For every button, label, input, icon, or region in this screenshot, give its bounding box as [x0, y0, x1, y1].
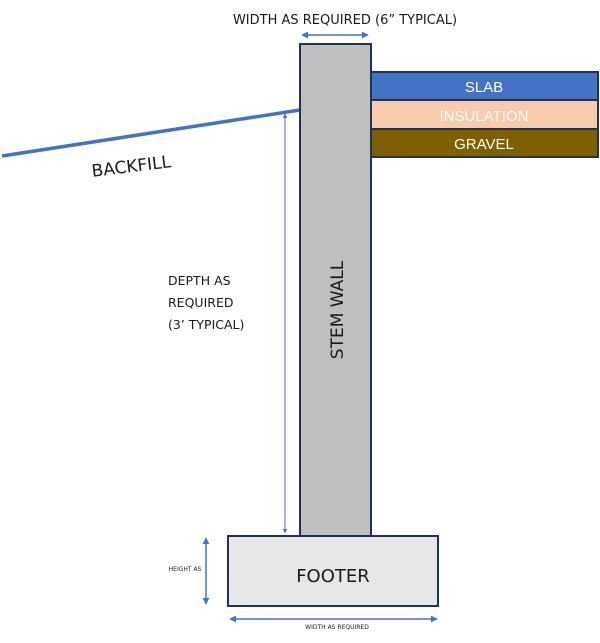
slab-layer: SLAB — [370, 71, 599, 101]
depth-label-line2: REQUIRED — [168, 295, 233, 310]
gravel-layer: GRAVEL — [370, 128, 599, 158]
footer: FOOTER — [227, 535, 439, 607]
depth-label-line3: (3’ TYPICAL) — [168, 317, 244, 332]
top-width-label: WIDTH AS REQUIRED (6” TYPICAL) — [233, 13, 457, 28]
slab-label: SLAB — [465, 79, 503, 96]
insulation-label: INSULATION — [440, 108, 529, 125]
footer-label: FOOTER — [296, 566, 370, 587]
insulation-layer: INSULATION — [370, 99, 599, 130]
stem-wall-label: STEM WALL — [328, 260, 348, 359]
backfill-label: BACKFILL — [91, 152, 173, 182]
bottom-width-label: WIDTH AS REQUIRED — [305, 624, 369, 631]
depth-label-line1: DEPTH AS — [168, 273, 231, 288]
stem-wall: STEM WALL — [299, 43, 372, 538]
height-label: HEIGHT AS — [169, 566, 202, 573]
gravel-label: GRAVEL — [454, 136, 514, 153]
backfill-grade-line — [1, 108, 301, 158]
